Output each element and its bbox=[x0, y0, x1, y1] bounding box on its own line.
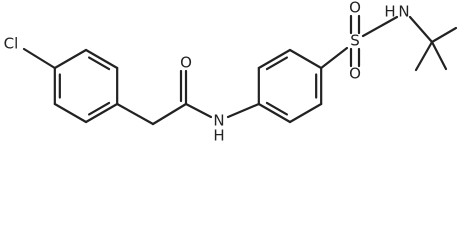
amide-nitrogen-label: N bbox=[213, 112, 224, 130]
chlorophenyl-ring-bond-2 bbox=[84, 102, 119, 124]
sulfur-label: S bbox=[350, 32, 360, 50]
chlorophenyl-ring-inner-bond-2 bbox=[88, 101, 111, 116]
ch2-bond bbox=[116, 102, 155, 126]
sulfonamide-hydrogen-label: H bbox=[384, 3, 395, 21]
tbu-methyl-1 bbox=[430, 26, 458, 44]
phenyl-ring-bond-5 bbox=[257, 48, 292, 70]
phenyl-ring-bond-0 bbox=[288, 48, 323, 70]
bond-layer bbox=[22, 14, 458, 126]
c-c-bond bbox=[151, 102, 188, 126]
phenyl-ring-bond-3 bbox=[257, 102, 292, 124]
phenyl-ring-inner-bond-5 bbox=[265, 56, 288, 71]
amide-hydrogen-label: H bbox=[213, 127, 224, 145]
chlorophenyl-ring-bond-0 bbox=[84, 48, 119, 70]
sulfonamide-nitrogen-label: N bbox=[398, 3, 409, 21]
chlorophenyl-ring-bond-5 bbox=[53, 48, 88, 70]
n-c-bond bbox=[408, 15, 434, 44]
sulfonyl-oxygen-bottom-label: O bbox=[349, 65, 361, 83]
ring-s-bond bbox=[320, 46, 349, 70]
sulfonyl-oxygen-top-label: O bbox=[349, 0, 361, 17]
tbu-methyl-3 bbox=[414, 40, 434, 72]
phenyl-ring-bond-2 bbox=[288, 102, 323, 124]
chlorine-label: Cl bbox=[4, 35, 19, 53]
carbonyl-oxygen-label: O bbox=[180, 54, 192, 72]
chlorophenyl-ring-bond-3 bbox=[53, 102, 88, 124]
structure-diagram: Cl O N H S O O H N bbox=[4, 0, 458, 145]
s-n-bond bbox=[361, 15, 399, 38]
molecule-svg: Cl O N H S O O H N bbox=[4, 0, 458, 145]
chlorophenyl-ring-inner-bond-0 bbox=[88, 56, 111, 71]
cl-bond bbox=[22, 47, 56, 70]
tbu-methyl-2 bbox=[430, 40, 448, 71]
n-ring-bond bbox=[226, 102, 260, 119]
phenyl-ring-inner-bond-3 bbox=[265, 101, 288, 116]
c-n-bond bbox=[184, 102, 213, 119]
